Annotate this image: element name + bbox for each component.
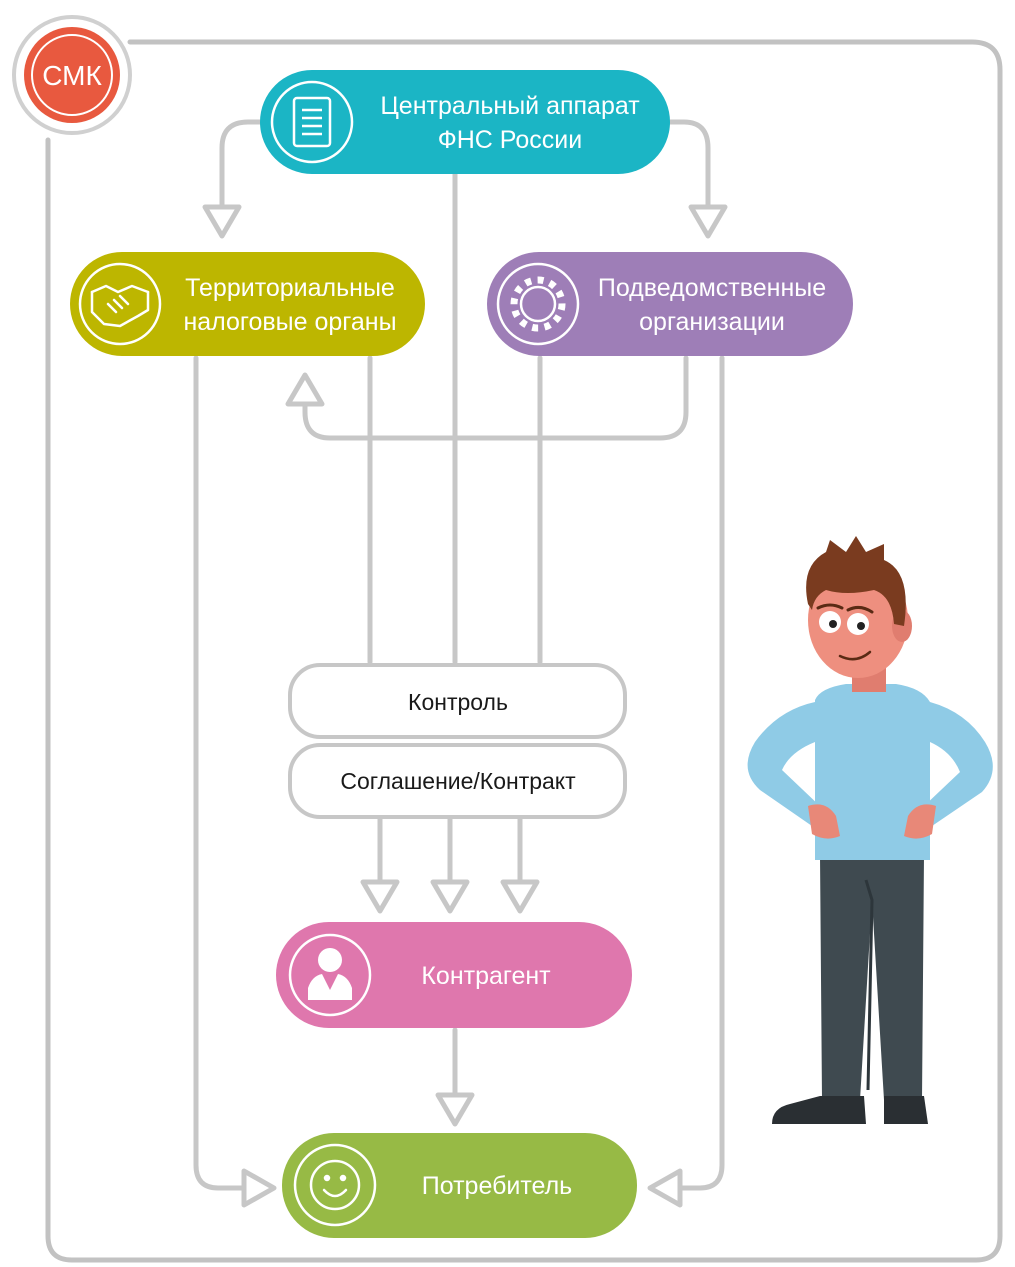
- smk-badge: СМК: [12, 15, 132, 135]
- man-hand-left: [808, 804, 840, 839]
- smk-badge-circle: [24, 27, 120, 123]
- node-counterparty-label: Контрагент: [421, 962, 551, 990]
- man-arm-left: [747, 702, 822, 826]
- node-central-line2: ФНС России: [438, 126, 582, 154]
- gear-icon: [510, 276, 566, 332]
- box-control-label: Контроль: [408, 689, 508, 715]
- node-subordinate-line1: Подведомственные: [598, 274, 826, 302]
- smiley-icon: [309, 1159, 361, 1211]
- box-control: Контроль: [288, 663, 627, 739]
- frame-border: [45, 39, 1003, 1263]
- arrow-left-icon: [647, 1168, 683, 1208]
- connector-subordinate-consumer: [673, 355, 725, 1191]
- document-icon: [292, 96, 332, 148]
- connector-central-subordinate: [665, 119, 711, 208]
- man-arm-right: [922, 702, 993, 826]
- connector-territorial-consumer: [193, 355, 251, 1191]
- smk-badge-label: СМК: [42, 60, 102, 91]
- person-icon: [308, 948, 352, 1000]
- man-shoe-left: [772, 1096, 866, 1124]
- arrow-down-icon: [430, 879, 470, 914]
- node-central: Центральный аппарат ФНС России: [260, 70, 670, 174]
- arrow-down-icon: [435, 1092, 475, 1127]
- man-illustration: [747, 536, 993, 1124]
- node-subordinate: Подведомственные организации: [487, 252, 853, 356]
- node-territorial: Территориальные налоговые органы: [70, 252, 425, 356]
- connector-central-territorial: [219, 119, 265, 208]
- man-hand-right: [904, 804, 936, 839]
- arrow-down-icon: [688, 204, 728, 239]
- man-sweater: [815, 684, 930, 860]
- node-territorial-line1: Территориальные: [185, 274, 395, 302]
- arrow-down-icon: [500, 879, 540, 914]
- arrowheads: [202, 204, 728, 1208]
- connector-subordinate-territorial: [302, 355, 689, 441]
- box-agreement: Соглашение/Контракт: [288, 743, 627, 819]
- handshake-icon: [90, 284, 150, 328]
- node-central-line1: Центральный аппарат: [380, 92, 640, 120]
- arrow-down-icon: [360, 879, 400, 914]
- arrow-right-icon: [241, 1168, 277, 1208]
- man-hair: [806, 536, 906, 626]
- node-counterparty: Контрагент: [276, 922, 632, 1028]
- connectors: [193, 119, 725, 1191]
- node-consumer-label: Потребитель: [422, 1172, 572, 1200]
- arrow-up-icon: [285, 372, 325, 407]
- box-agreement-label: Соглашение/Контракт: [340, 768, 576, 794]
- man-shoe-right: [884, 1096, 928, 1124]
- man-trousers: [820, 855, 924, 1100]
- arrow-down-icon: [202, 204, 242, 239]
- node-consumer: Потребитель: [282, 1133, 637, 1238]
- node-subordinate-line2: организации: [639, 308, 785, 336]
- node-territorial-line2: налоговые органы: [183, 308, 396, 336]
